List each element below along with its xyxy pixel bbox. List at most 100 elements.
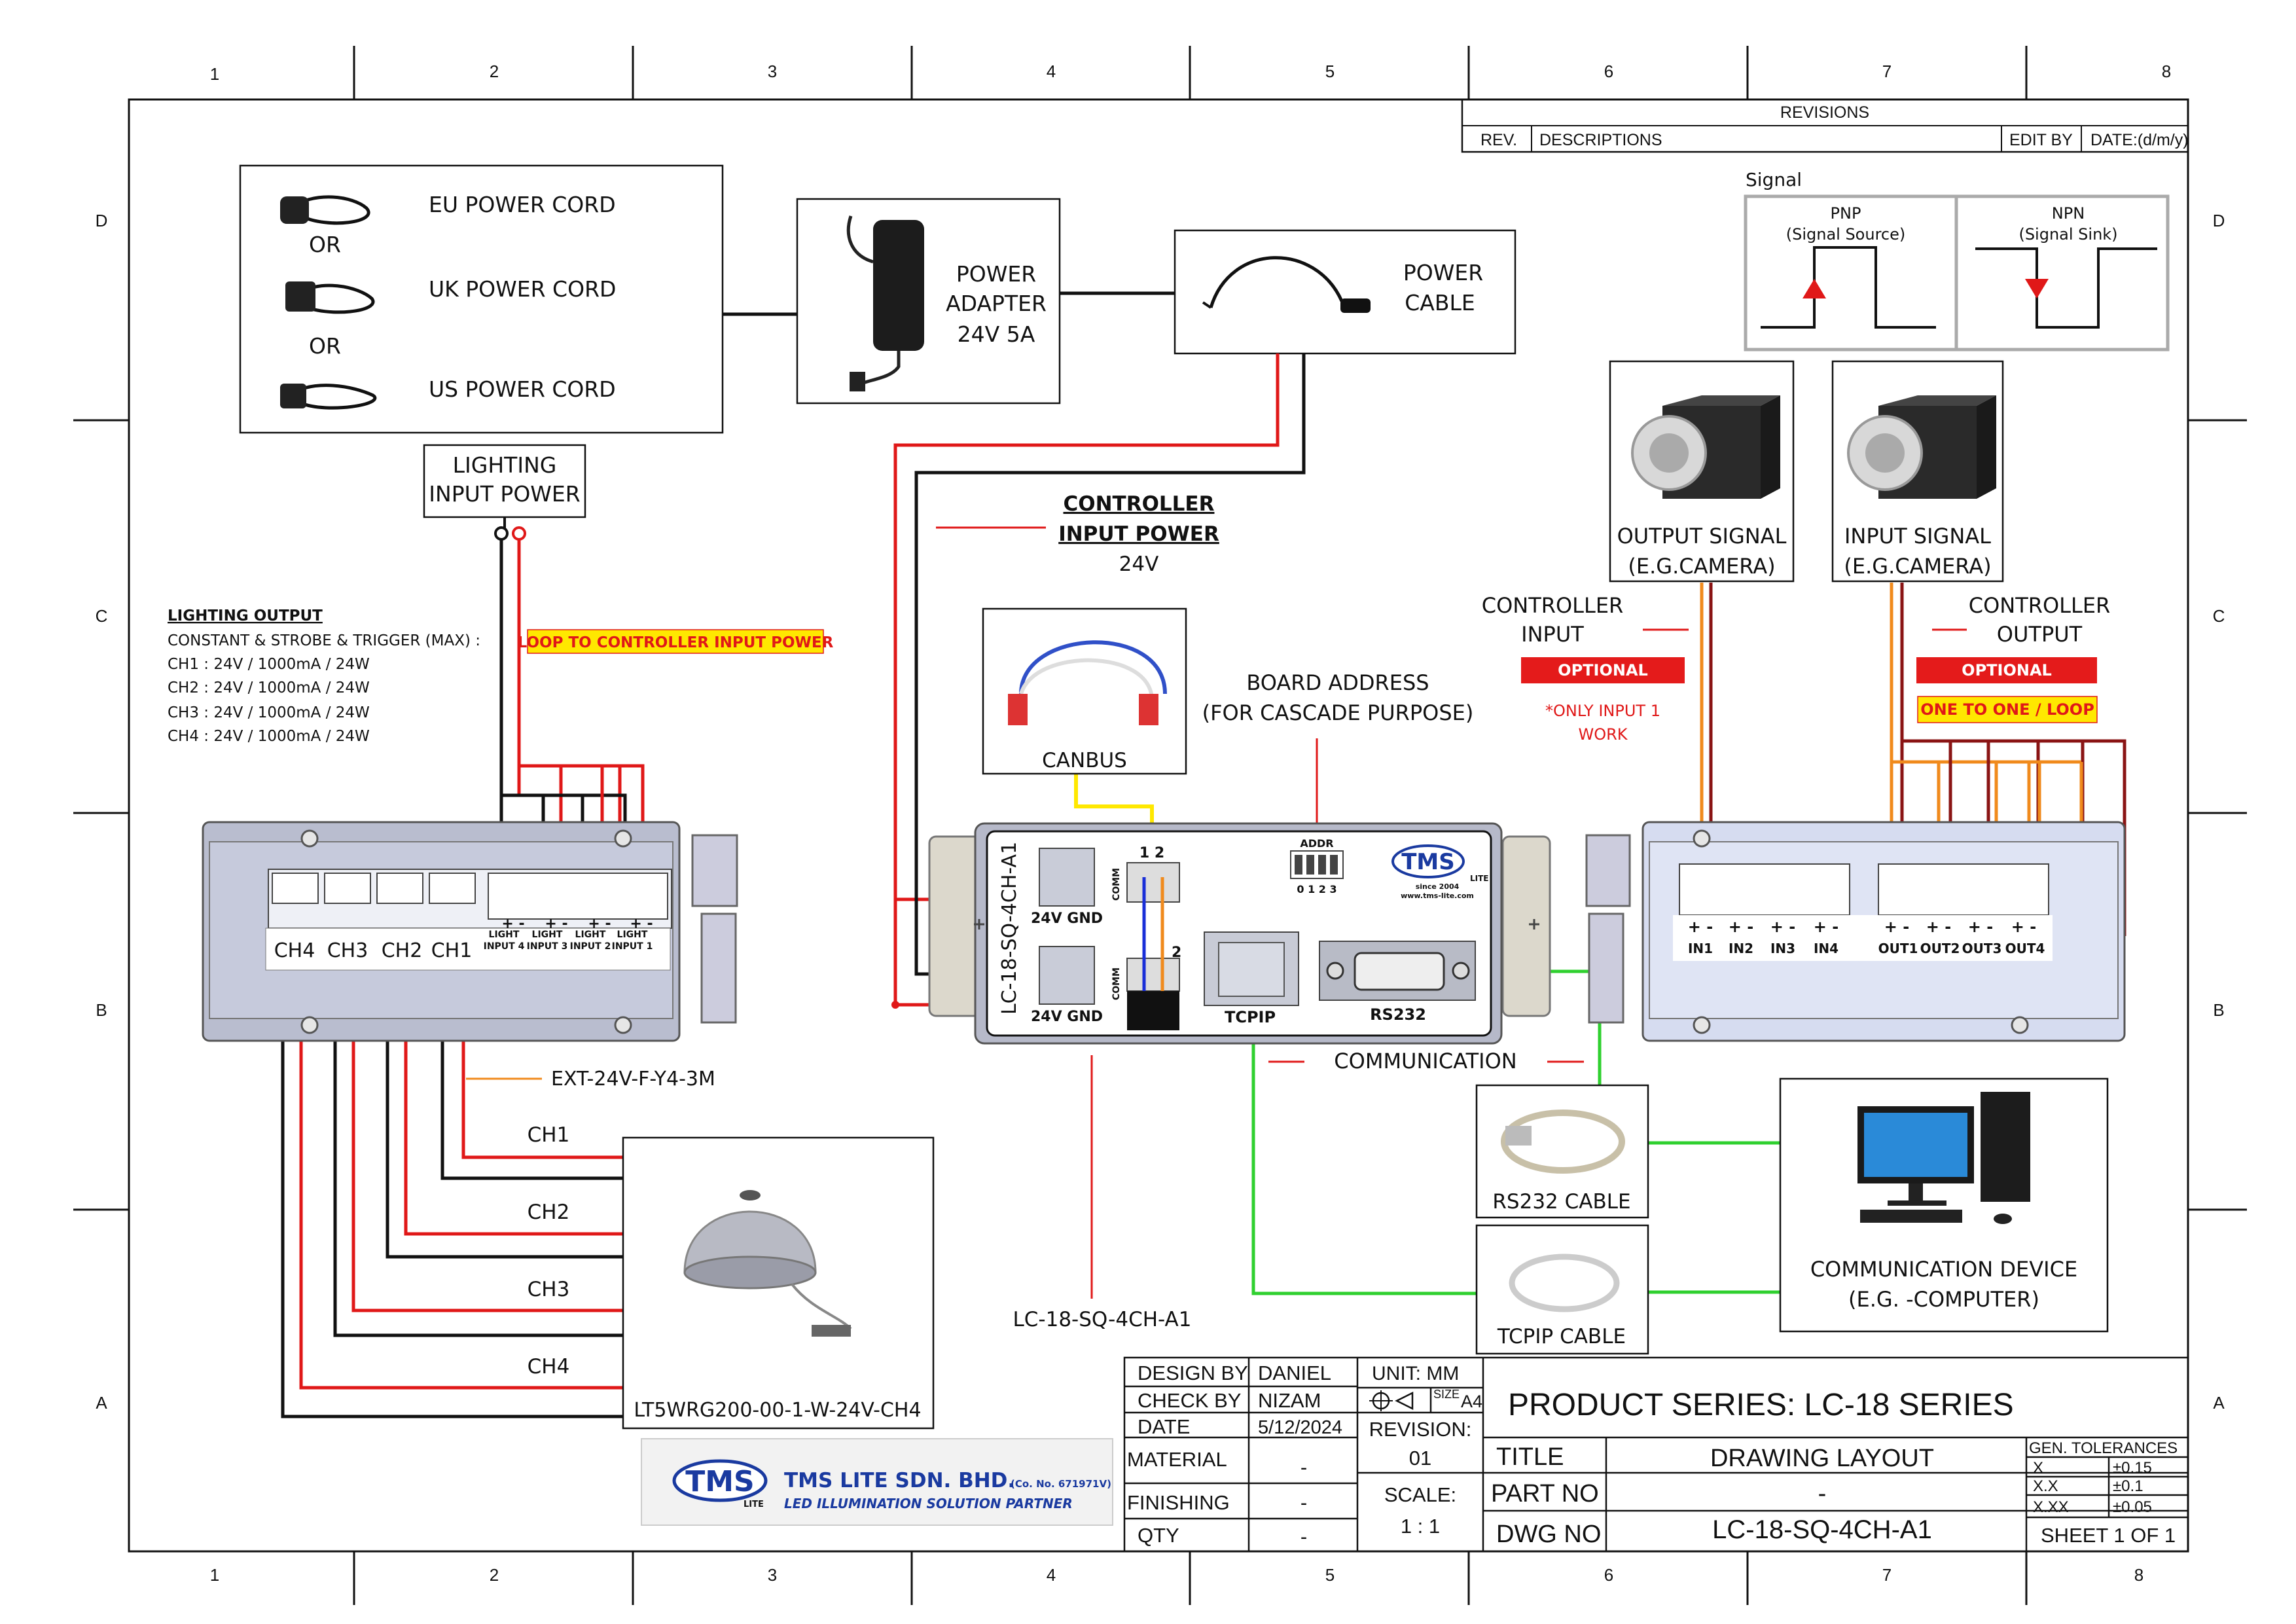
company-block: TMS LITE TMS LITE SDN. BHD. (Co. No. 671… (641, 1438, 1113, 1526)
tolerance-key: X.XX (2033, 1498, 2069, 1516)
gnd-label: 24V GND (1031, 1009, 1103, 1025)
lighting-output-subtitle: CONSTANT & STROBE & TRIGGER (MAX) : (168, 632, 480, 649)
tolerance-value: ±0.15 (2113, 1459, 2152, 1477)
controller-since: since 2004 (1416, 882, 1460, 891)
comm-label: COMM (1111, 868, 1122, 901)
scale-label: SCALE: (1384, 1483, 1456, 1506)
in-label: IN3 (1770, 941, 1795, 956)
dwg-no-value: LC-18-SQ-4CH-A1 (1712, 1515, 1932, 1544)
communication-label: COMMUNICATION (1334, 1049, 1516, 1074)
light-input-label: INPUT 4 (484, 941, 525, 952)
power-adapter-label: POWER (956, 261, 1036, 287)
lighting-output-ch3: CH3 : 24V / 1000mA / 24W (168, 704, 370, 721)
addr-numbers: 0 1 2 3 (1297, 883, 1336, 895)
col-label: 6 (1604, 62, 1613, 81)
revision-label: REVISION: (1369, 1418, 1472, 1441)
revisions-title: REVISIONS (1780, 103, 1869, 122)
pm-label: + - (1770, 918, 1795, 936)
controller-input-power-label: CONTROLLER (1064, 492, 1215, 516)
controller-input-callout: CONTROLLER INPUT OPTIONAL *ONLY INPUT 1 … (1482, 593, 1685, 744)
in-label: IN1 (1688, 941, 1713, 956)
col-label: 5 (1325, 62, 1335, 81)
ch-label: CH1 (431, 939, 473, 962)
finishing-label: FINISHING (1127, 1491, 1230, 1514)
tolerances-title: GEN. TOLERANCES (2029, 1439, 2178, 1457)
port-number-label: 1 2 (1139, 845, 1164, 861)
computer-icon (1857, 1092, 2030, 1224)
row-label: D (96, 211, 108, 230)
part-no-label: PART NO (1491, 1480, 1599, 1507)
revision-value: 01 (1409, 1447, 1431, 1470)
light-input-label: LIGHT (617, 929, 648, 940)
check-by-label: CHECK BY (1138, 1389, 1241, 1412)
us-plug-icon (280, 384, 377, 410)
eu-power-cord-label: EU POWER CORD (429, 192, 616, 217)
channel-label: CH2 (528, 1200, 570, 1224)
pnp-sublabel: (Signal Source) (1786, 225, 1906, 244)
lamp-box: LT5WRG200-00-1-W-24V-CH4 (622, 1136, 935, 1430)
channel-label: CH1 (528, 1123, 570, 1147)
zone-labels: 1 2 3 4 5 6 7 8 1 2 3 4 5 6 7 8 D C B A … (96, 62, 2225, 1585)
design-by-label: DESIGN BY (1138, 1362, 1248, 1384)
power-adapter-label: ADAPTER (946, 291, 1047, 316)
power-cable-icon (1209, 256, 1344, 308)
power-cords-box: EU POWER CORD OR UK POWER CORD OR US POW… (239, 164, 724, 434)
row-label: A (2213, 1393, 2225, 1413)
comm-device-label: (E.G. -COMPUTER) (1848, 1287, 2039, 1312)
pnp-waveform (1761, 246, 1936, 329)
size-value: A4 (1461, 1392, 1482, 1411)
camera-icon (1631, 395, 1780, 499)
out-label: OUT4 (2005, 941, 2045, 956)
part-no-value: - (1818, 1480, 1827, 1507)
unit-label: UNIT: MM (1372, 1363, 1459, 1384)
col-label: 7 (1882, 1565, 1892, 1585)
output-camera-box: OUTPUT SIGNAL (E.G.CAMERA) (1609, 360, 1795, 583)
lighting-output-title: LIGHTING OUTPUT (168, 607, 323, 624)
controller-input-label: CONTROLLER (1482, 593, 1624, 618)
material-value: - (1300, 1456, 1307, 1479)
rev-header: REV. (1480, 131, 1517, 149)
row-label: A (96, 1393, 107, 1413)
npn-sublabel: (Signal Sink) (2018, 225, 2117, 244)
tcpip-cable-icon (1509, 1254, 1620, 1312)
output-signal-label: OUTPUT SIGNAL (1617, 524, 1787, 549)
controller-input-label: INPUT (1521, 622, 1584, 647)
pm-label: + - (1884, 918, 1909, 936)
light-input-label: INPUT 1 (612, 941, 653, 952)
col-label: 6 (1604, 1565, 1613, 1585)
output-signal-label: (E.G.CAMERA) (1628, 554, 1775, 579)
controller-output-label: CONTROLLER (1969, 593, 2111, 618)
ext-cable-label: EXT-24V-F-Y4-3M (551, 1068, 715, 1091)
controller-input-power: CONTROLLER INPUT POWER 24V (936, 492, 1219, 576)
power-adapter-spec: 24V 5A (958, 321, 1035, 347)
col-label: 8 (2162, 62, 2171, 81)
tolerance-key: X (2033, 1459, 2043, 1477)
signal-box: Signal PNP (Signal Source) NPN (Signal S… (1744, 169, 2170, 352)
pm-label: + - (1968, 918, 1993, 936)
in-label: IN2 (1729, 941, 1753, 956)
controller-mount-holes (974, 919, 1539, 929)
light-input-label: LIGHT (489, 929, 520, 940)
company-name: TMS LITE SDN. BHD. (784, 1469, 1015, 1492)
left-lighting-module: CH4 CH3 CH2 CH1 LIGHT INPUT 4 LIGHT INPU… (202, 821, 738, 1042)
ch-label: CH4 (274, 939, 315, 962)
pm-label: + - (1688, 918, 1713, 936)
controller-model-vertical: LC-18-SQ-4CH-A1 (998, 842, 1021, 1015)
tcpip-cable-label: TCPIP CABLE (1497, 1325, 1626, 1348)
tolerance-value: ±0.05 (2113, 1498, 2152, 1516)
tolerance-key: X.X (2033, 1477, 2058, 1495)
col-label: 1 (210, 64, 219, 84)
lighting-output-ch4: CH4 : 24V / 1000mA / 24W (168, 728, 370, 745)
col-label: 3 (768, 62, 777, 81)
rs232-cable-box: RS232 CABLE (1475, 1084, 1649, 1219)
row-label: D (2213, 211, 2225, 230)
lighting-output-spec: LIGHTING OUTPUT CONSTANT & STROBE & TRIG… (168, 607, 834, 745)
or-label: OR (309, 333, 341, 359)
canbus-label: CANBUS (1042, 749, 1127, 772)
channel-label: CH4 (528, 1355, 570, 1379)
optional-badge: OPTIONAL (1962, 661, 2052, 679)
lamp-model-label: LT5WRG200-00-1-W-24V-CH4 (634, 1399, 921, 1422)
pm-label: + - (630, 916, 653, 932)
tolerance-value: ±0.1 (2113, 1477, 2144, 1495)
title-label: TITLE (1496, 1443, 1564, 1471)
